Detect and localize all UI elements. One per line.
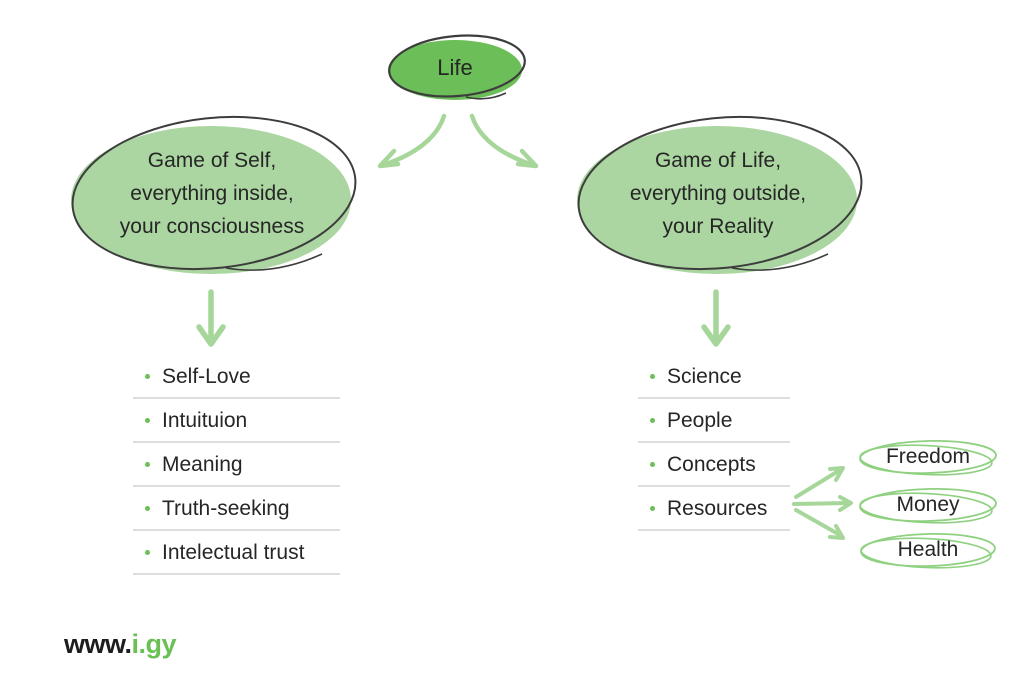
bullet-icon: [650, 417, 655, 423]
list-item-label: Concepts: [667, 452, 756, 476]
bullet-icon: [650, 461, 655, 467]
list-item-label: Intuituion: [162, 408, 248, 432]
bullet-icon: [145, 417, 150, 423]
life-node-label: Life: [437, 55, 473, 80]
arrow-life-to-right: [469, 113, 539, 169]
money-node-label: Money: [896, 493, 960, 516]
left-branch-ellipse: [71, 115, 357, 274]
list-item: Intuituion: [133, 399, 340, 443]
bullet-icon: [145, 549, 150, 555]
list-item-label: Science: [667, 364, 742, 388]
url-prefix: www.: [64, 629, 132, 659]
resources-arrow-health: [794, 508, 845, 540]
list-item-label: Resources: [667, 496, 768, 520]
bullet-icon: [145, 461, 150, 467]
list-item-label: People: [667, 408, 733, 432]
freedom-node-ellipse: [859, 440, 997, 476]
left-branch-label: Game of Self, everything inside, your co…: [119, 149, 305, 238]
down-arrow-right: [701, 289, 731, 347]
left-branch-list: Self-Love Intuituion Meaning Truth-seeki…: [133, 355, 340, 575]
list-item-label: Self-Love: [162, 364, 251, 388]
money-node-ellipse: [859, 488, 997, 524]
bullet-icon: [650, 505, 655, 511]
list-item-label: Intelectual trust: [162, 540, 305, 564]
freedom-node-label: Freedom: [885, 445, 971, 468]
list-item: Science: [638, 355, 790, 399]
arrow-life-to-left: [377, 113, 447, 169]
right-branch-ellipse: [577, 115, 863, 274]
resources-arrow-freedom: [794, 466, 845, 499]
list-item: Truth-seeking: [133, 487, 340, 531]
right-branch-label: Game of Life, everything outside, your R…: [629, 149, 807, 238]
bullet-icon: [650, 373, 655, 379]
list-item-label: Truth-seeking: [162, 496, 290, 520]
list-item: Concepts: [638, 443, 790, 487]
list-item: Resources: [638, 487, 790, 531]
bullet-icon: [145, 373, 150, 379]
website-url: www.i.gy: [64, 629, 177, 660]
list-item: Intelectual trust: [133, 531, 340, 575]
health-node-ellipse: [860, 533, 996, 569]
life-node-ellipse: [388, 34, 526, 100]
list-item: Self-Love: [133, 355, 340, 399]
url-domain: i.gy: [131, 629, 177, 659]
right-branch-list: Science People Concepts Resources: [638, 355, 790, 531]
list-item: People: [638, 399, 790, 443]
list-item-label: Meaning: [162, 452, 243, 476]
list-item: Meaning: [133, 443, 340, 487]
health-node-label: Health: [897, 538, 959, 561]
down-arrow-left: [196, 289, 226, 347]
bullet-icon: [145, 505, 150, 511]
resources-arrow-money: [792, 495, 853, 512]
